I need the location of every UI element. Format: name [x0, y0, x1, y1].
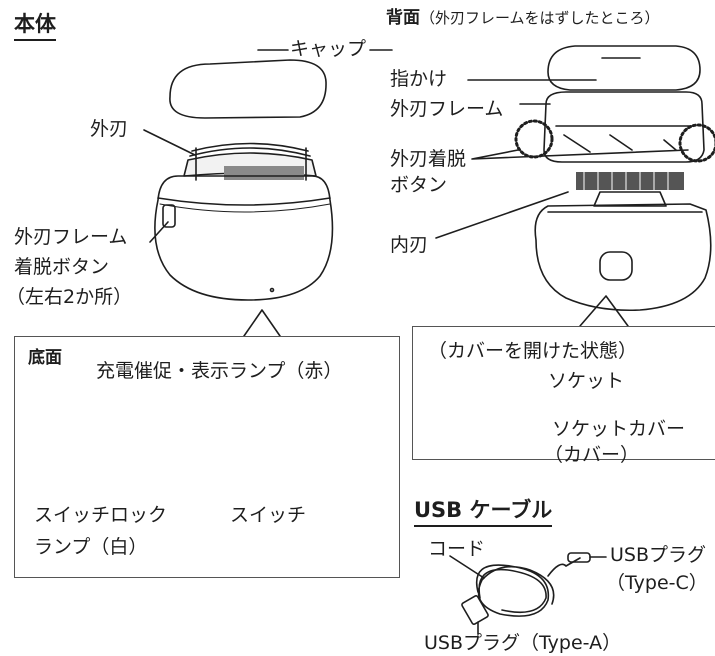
finger-grip-label: 指かけ	[390, 68, 448, 90]
main-body-drawing	[154, 175, 334, 301]
lock-lamp-label-line2: ランプ（白）	[34, 536, 148, 558]
release-button-right-highlight	[678, 123, 715, 163]
usb-a-plug-drawing	[461, 595, 489, 625]
usb-a-label: USBプラグ（Type-A）	[424, 632, 622, 654]
outer-blade-drawing	[183, 142, 317, 181]
back-unit-drawing	[435, 45, 715, 327]
back-note: （外刃フレームをはずしたところ）	[420, 9, 660, 27]
release-button-leader	[471, 149, 689, 160]
usb-c-label-line2: （Type-C）	[606, 572, 708, 594]
inner-blade-label: 内刃	[390, 234, 429, 256]
socket-cover-label-line1: ソケットカバー	[552, 418, 686, 440]
release-button-label-line1: 外刃着脱	[390, 148, 467, 170]
outer-frame-label: 外刃フレーム	[390, 98, 504, 120]
frame-button-leader	[149, 221, 169, 243]
back-body-drawing	[534, 203, 712, 312]
callout-wedge	[243, 309, 281, 337]
usb-c-label-line1: USBプラグ	[610, 544, 707, 566]
cover-open-title: （カバーを開けた状態）	[428, 340, 638, 362]
release-button-label-line2: ボタン	[390, 174, 448, 196]
cord-leader	[449, 555, 485, 579]
socket-label: ソケット	[548, 370, 625, 392]
main-unit-drawing	[143, 49, 393, 337]
frame-button-label-line3: （左右2か所）	[6, 286, 133, 308]
frame-button-label-line2: 着脱ボタン	[14, 256, 110, 278]
inner-blade-drawing	[576, 169, 684, 207]
cap-label: キャップ	[290, 38, 367, 60]
inner-blade-leader	[435, 191, 569, 239]
main-title: 本体	[14, 14, 56, 41]
usb-title: USB ケーブル	[414, 500, 553, 527]
outer-blade-leader	[143, 129, 196, 156]
lock-lamp-label-line1: スイッチロック	[34, 504, 168, 526]
outer-frame-drawing	[543, 91, 705, 163]
release-button-left-highlight	[514, 119, 554, 159]
cover-open-panel	[412, 326, 715, 460]
cover-callout-wedge	[579, 295, 629, 327]
usb-c-plug-drawing	[567, 552, 591, 563]
switch-label: スイッチ	[230, 504, 307, 526]
frame-button-label-line1: 外刃フレーム	[14, 226, 128, 248]
cord-label: コード	[428, 538, 486, 560]
charge-lamp-label: 充電催促・表示ランプ（赤）	[96, 360, 343, 382]
socket-cover-label-line2: （カバー）	[544, 444, 640, 466]
back-title: 背面（外刃フレームをはずしたところ）	[386, 10, 660, 27]
port-cover-drawing	[599, 251, 633, 281]
bottom-title: 底面	[28, 348, 62, 368]
side-release-button-drawing	[162, 204, 176, 228]
usb-cable-drawing	[449, 552, 607, 635]
back-cap-drawing	[547, 45, 701, 91]
outer-blade-label: 外刃	[90, 118, 129, 140]
cap-drawing	[169, 59, 327, 119]
bottom-view-panel	[14, 336, 400, 578]
back-title-text: 背面	[386, 8, 420, 28]
